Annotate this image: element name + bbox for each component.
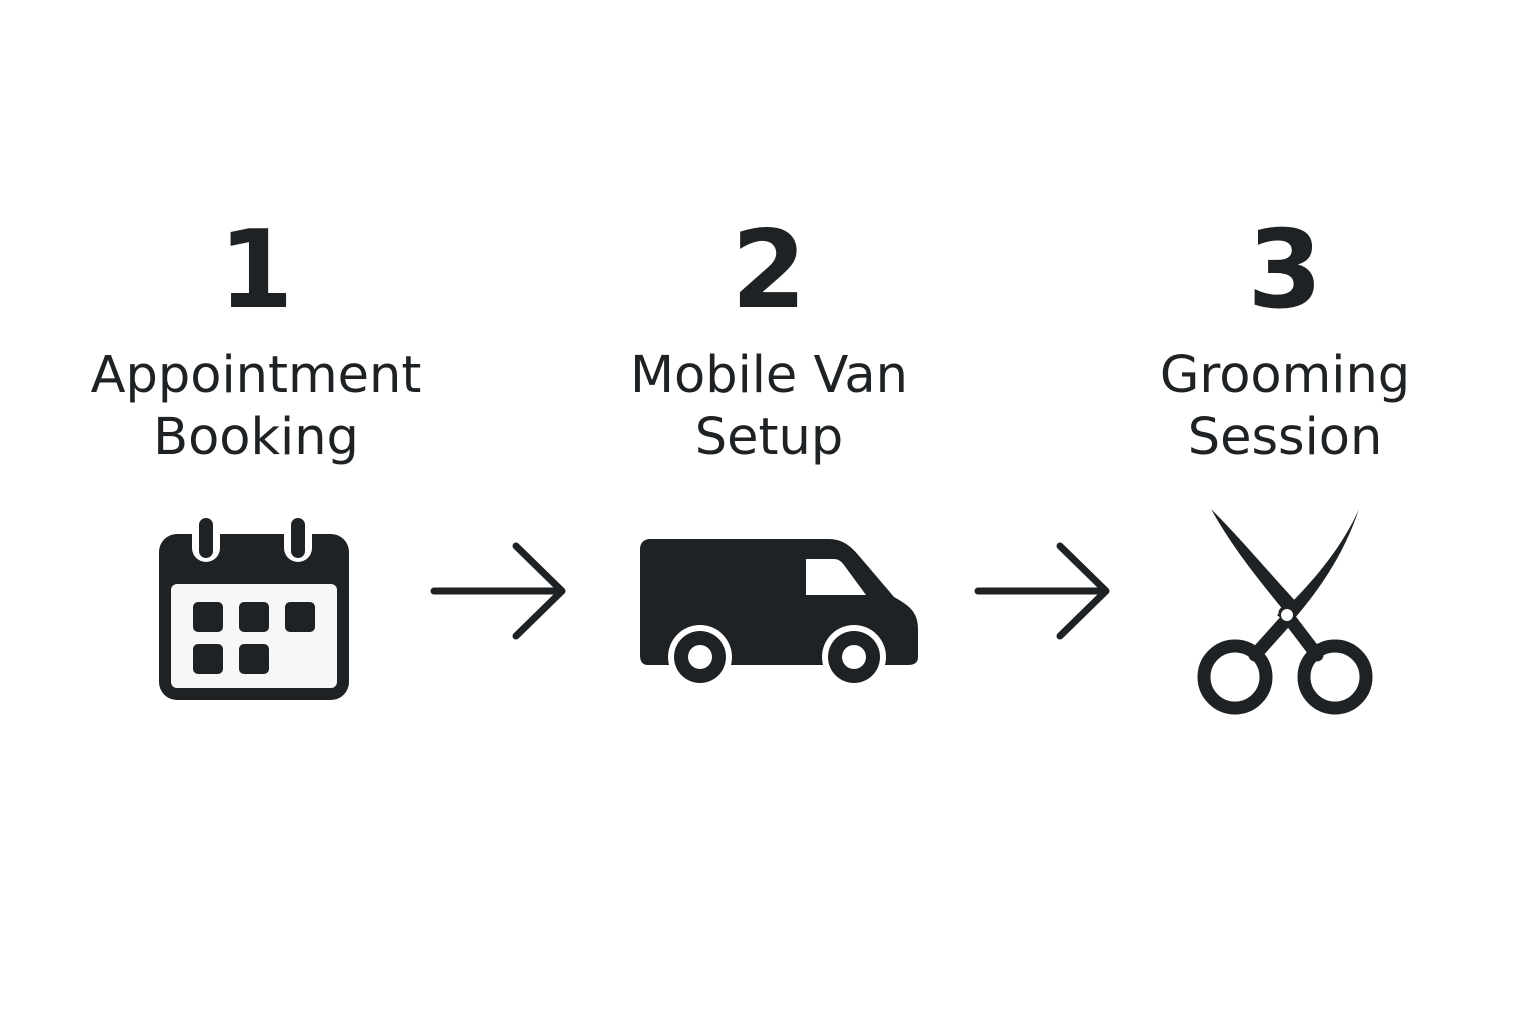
step-label: Mobile Van Setup (629, 346, 908, 467)
scissors-icon (1197, 509, 1373, 715)
step-number: 2 (731, 208, 807, 333)
step-label: Grooming Session (1159, 346, 1411, 467)
step-2: 2 Mobile Van Setup (559, 215, 979, 469)
step-1: 1 Appointment Booking (46, 215, 466, 469)
arrow-right-icon (974, 542, 1110, 640)
step-label: Appointment Booking (90, 346, 422, 467)
arrow-right-icon (430, 542, 566, 640)
step-number: 3 (1247, 208, 1323, 333)
van-icon (640, 539, 918, 689)
step-3: 3 Grooming Session (1075, 215, 1495, 469)
step-number: 1 (218, 208, 294, 333)
calendar-icon (159, 512, 349, 700)
